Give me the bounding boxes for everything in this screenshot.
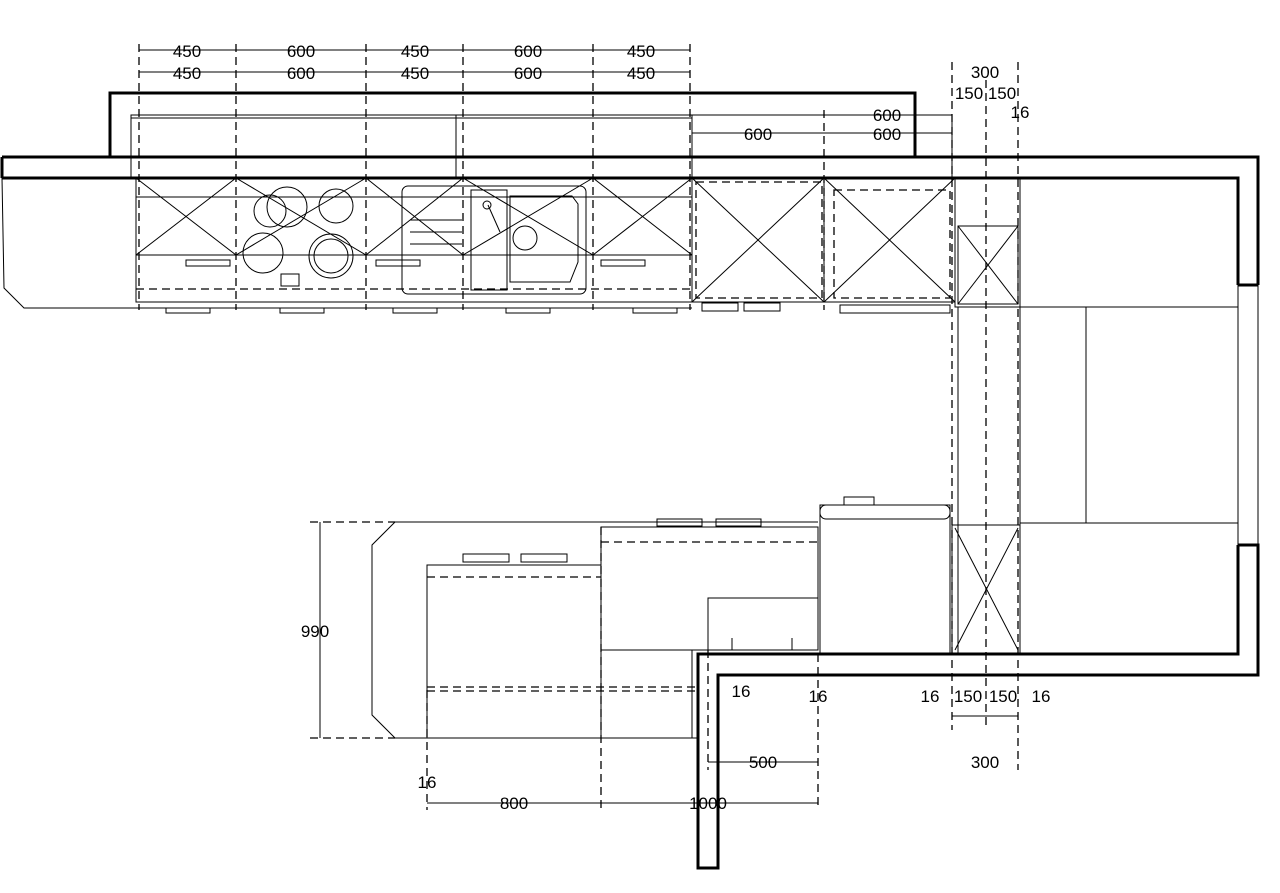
dim-left-16: 16 bbox=[418, 773, 437, 792]
dim-column-bottom-total: 300 bbox=[971, 753, 999, 772]
dim-column-top-16: 16 bbox=[1011, 103, 1030, 122]
dim-base-1: 450 bbox=[173, 64, 201, 83]
dim-bottom-16-b: 16 bbox=[921, 687, 940, 706]
sink bbox=[401, 185, 587, 295]
dim-upper-2: 600 bbox=[287, 42, 315, 61]
island bbox=[371, 496, 951, 739]
dim-column-top-split-1: 150 bbox=[955, 84, 983, 103]
dim-column-bottom-split-1: 150 bbox=[954, 687, 982, 706]
dimension-lines bbox=[138, 44, 1019, 810]
dim-column-bottom-split-2: 150 bbox=[989, 687, 1017, 706]
dim-upper-3: 450 bbox=[401, 42, 429, 61]
dim-base-4: 600 bbox=[514, 64, 542, 83]
right-column bbox=[951, 177, 1238, 655]
base-cabinets-top bbox=[1, 177, 956, 314]
cooktop bbox=[242, 186, 354, 287]
dim-bottom-500: 500 bbox=[749, 753, 777, 772]
dim-upper-4: 600 bbox=[514, 42, 542, 61]
dim-bottom-16-c: 16 bbox=[1032, 687, 1051, 706]
dim-column-top-total: 300 bbox=[971, 63, 999, 82]
dim-bottom-800: 800 bbox=[500, 794, 528, 813]
dim-base-5: 450 bbox=[627, 64, 655, 83]
dim-right-upper-a: 600 bbox=[873, 106, 901, 125]
dim-upper-1: 450 bbox=[173, 42, 201, 61]
dim-island-depth: 990 bbox=[301, 622, 329, 641]
dimension-labels: 450 600 450 600 450 450 600 450 600 450 … bbox=[173, 42, 1051, 813]
dim-right-upper-b: 600 bbox=[744, 125, 772, 144]
dim-bottom-1000: 1000 bbox=[689, 794, 727, 813]
dim-island-gap: 16 bbox=[732, 682, 751, 701]
handles bbox=[165, 259, 951, 314]
dim-upper-5: 450 bbox=[627, 42, 655, 61]
dim-column-top-split-2: 150 bbox=[988, 84, 1016, 103]
dim-right-upper-c: 600 bbox=[873, 125, 901, 144]
dim-base-2: 600 bbox=[287, 64, 315, 83]
dim-base-3: 450 bbox=[401, 64, 429, 83]
dim-bottom-16-a: 16 bbox=[809, 687, 828, 706]
walls bbox=[0, 155, 1260, 870]
